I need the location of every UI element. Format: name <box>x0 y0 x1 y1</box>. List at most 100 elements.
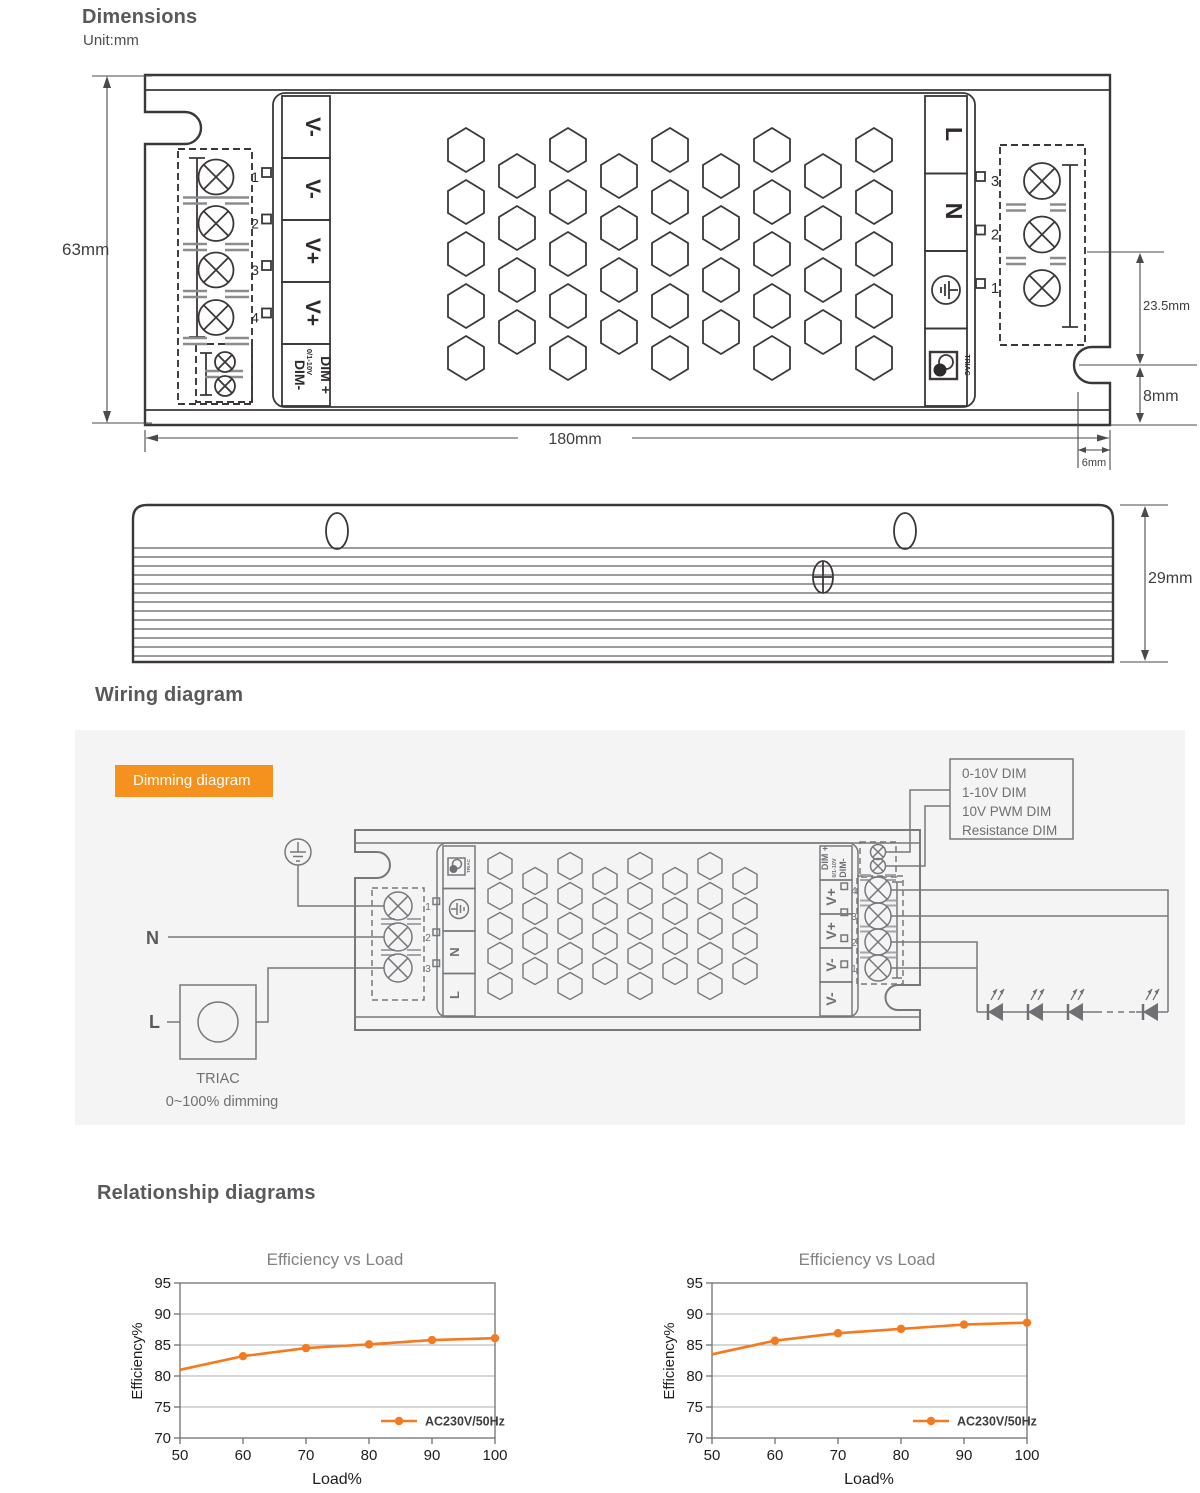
legend-marker <box>926 1416 936 1426</box>
vent-hex <box>600 204 638 252</box>
vent-hex <box>702 308 740 356</box>
vent-hex <box>447 282 485 330</box>
vent-hex <box>447 334 485 382</box>
vent-hex <box>855 178 893 226</box>
port-number: 4 <box>851 886 857 897</box>
x-tick-label: 70 <box>298 1447 315 1464</box>
led-icon <box>988 1003 1003 1021</box>
data-point <box>770 1336 780 1345</box>
top-view: V- V- V+ V+ DIM- 0/1-10V DIM + L N <box>62 73 1197 470</box>
mounting-hole <box>325 512 349 550</box>
port-number: 4 <box>251 310 259 326</box>
side-view: 29mm <box>131 503 1192 664</box>
vent-hex <box>753 334 791 382</box>
external-wiring: N L TRIAC 0~100% dimming 0-10V DIM 1-10V… <box>146 758 1169 1110</box>
vent-hex <box>702 152 740 200</box>
vent-hex <box>855 334 893 382</box>
vent-hex <box>662 866 688 896</box>
earth-wire <box>297 865 384 907</box>
vent-hex <box>522 956 548 986</box>
triac-wire <box>256 967 384 1023</box>
output-wire-ports: 1 2 3 4 <box>177 148 272 405</box>
dim-length-label: 180mm <box>548 431 601 448</box>
terminal-label-neutral: N <box>447 947 462 956</box>
dimensions-drawing: V- V- V+ V+ DIM- 0/1-10V DIM + L N <box>62 73 1197 664</box>
wiring-drawing: TRIAC N L DIM + 0/1-10 <box>146 758 1169 1110</box>
triac-logo-icon: TRIAC <box>928 350 970 381</box>
heatsink-fins <box>134 547 1112 657</box>
terminal-label-dim-minus: DIM- <box>838 858 848 878</box>
device-input-block: TRIAC N L <box>442 845 476 1017</box>
triac-dimmer-label: TRIAC <box>196 1071 240 1087</box>
dim-option: 1-10V DIM <box>962 785 1027 800</box>
vent-hex <box>557 911 583 941</box>
terminal-label-dim-minus: DIM- <box>292 360 308 391</box>
data-point <box>833 1329 843 1338</box>
vent-hex <box>498 204 536 252</box>
chart-title: Efficiency vs Load <box>267 1250 404 1269</box>
vent-hex <box>702 256 740 304</box>
vent-hex <box>592 956 618 986</box>
vent-hex <box>549 334 587 382</box>
plot-border <box>711 1282 1028 1439</box>
led-icon <box>1143 1003 1158 1021</box>
data-point <box>301 1343 311 1353</box>
data-point <box>896 1324 906 1334</box>
x-tick-label: 50 <box>704 1447 721 1464</box>
vent-hex <box>804 256 842 304</box>
led-chain <box>986 988 1160 1021</box>
wiring-device: TRIAC N L DIM + 0/1-10 <box>354 829 921 1031</box>
vent-hex <box>753 282 791 330</box>
x-tick-label: 80 <box>893 1447 910 1464</box>
dim-options-box: 0-10V DIM 1-10V DIM 10V PWM DIM Resistan… <box>949 758 1074 840</box>
unit-label: Unit:mm <box>83 32 139 49</box>
x-tick-label: 70 <box>830 1447 847 1464</box>
vent-hex <box>522 896 548 926</box>
terminal-label-v-plus-1: V+ <box>823 888 839 906</box>
dim-option: 0-10V DIM <box>962 766 1027 781</box>
terminal-label-dim-range: 0/1-10V <box>832 858 838 878</box>
port-number: 2 <box>851 938 857 949</box>
terminal-label-v-minus-2: V- <box>823 992 839 1006</box>
port-number: 2 <box>251 216 259 232</box>
terminal-circle <box>1023 215 1061 254</box>
vent-hex <box>804 204 842 252</box>
device-output-ports: 4 3 2 1 <box>840 841 904 985</box>
v-plus-wires <box>891 941 978 1012</box>
y-tick-label: 80 <box>154 1368 171 1385</box>
vent-hex <box>487 971 513 1001</box>
side-body-outline <box>131 503 1115 664</box>
input-terminal-block: L N TRIAC <box>924 95 970 407</box>
vent-hex <box>600 152 638 200</box>
y-tick-label: 80 <box>686 1368 703 1385</box>
dim-option: 10V PWM DIM <box>962 804 1051 819</box>
vent-hex <box>487 881 513 911</box>
vent-hex <box>627 971 653 1001</box>
y-tick-label: 95 <box>686 1275 703 1292</box>
vent-hex <box>522 866 548 896</box>
vent-hex <box>627 881 653 911</box>
vent-hex <box>662 956 688 986</box>
x-tick-label: 60 <box>767 1447 784 1464</box>
legend-marker <box>394 1416 404 1426</box>
terminal-label-dim-plus: DIM + <box>318 356 334 394</box>
y-axis-label: Efficiency% <box>129 1322 146 1399</box>
port-number: 3 <box>251 262 259 278</box>
vent-hex <box>662 896 688 926</box>
vent-hex <box>697 881 723 911</box>
dim-offset-label: 23.5mm <box>1143 298 1190 313</box>
data-point <box>1022 1318 1032 1327</box>
vent-hex <box>498 152 536 200</box>
terminal-circle <box>197 299 235 336</box>
terminal-circle <box>197 205 235 242</box>
vent-hex <box>447 230 485 278</box>
data-point <box>238 1351 248 1361</box>
vent-hex <box>732 956 758 986</box>
data-point <box>959 1320 969 1329</box>
vent-hex <box>498 308 536 356</box>
data-point <box>427 1335 437 1345</box>
terminal-label-dim-plus: DIM + <box>820 846 830 870</box>
port-number: 1 <box>851 964 857 975</box>
earth-icon <box>931 275 961 305</box>
